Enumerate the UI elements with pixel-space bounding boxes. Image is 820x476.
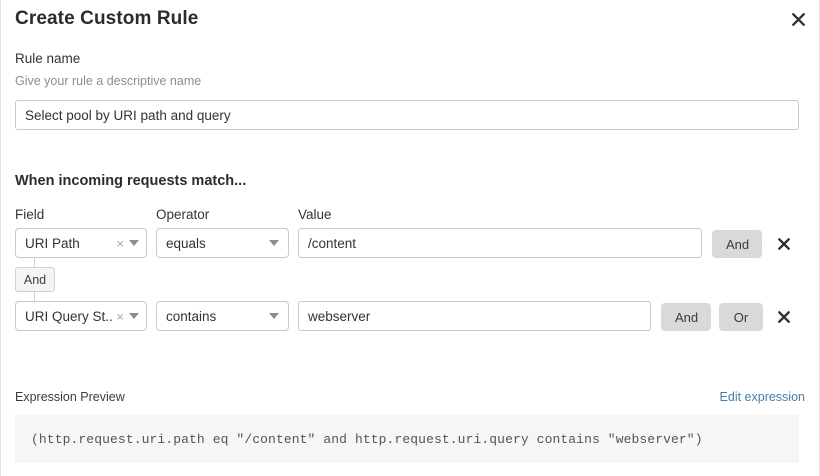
connector-line-bottom (34, 291, 35, 301)
connector-and-badge[interactable]: And (15, 267, 55, 292)
chevron-down-icon[interactable] (269, 240, 288, 246)
field-select-row-1-value: URI Query St... (25, 308, 113, 324)
column-header-field: Field (15, 207, 45, 222)
expression-preview-code: (http.request.uri.path eq "/content" and… (31, 431, 703, 447)
rule-name-input[interactable] (15, 100, 799, 130)
operator-select-row-1-value: contains (166, 308, 217, 324)
and-button-row-1[interactable]: And (661, 303, 711, 331)
close-icon[interactable] (785, 6, 811, 32)
operator-select-row-1[interactable]: contains (156, 301, 289, 331)
chevron-down-icon[interactable] (128, 313, 146, 319)
clear-icon[interactable]: × (116, 308, 124, 324)
column-header-value: Value (298, 207, 332, 222)
value-input-row-1[interactable] (298, 301, 651, 331)
operator-select-row-0[interactable]: equals (156, 228, 289, 258)
delete-condition-row-0[interactable] (773, 233, 795, 255)
conditions-heading: When incoming requests match... (15, 173, 247, 189)
connector-line-top (34, 258, 35, 268)
edit-expression-link[interactable]: Edit expression (719, 390, 805, 404)
delete-condition-row-1[interactable] (773, 306, 795, 328)
rule-name-label: Rule name (15, 51, 81, 66)
field-select-row-0-value: URI Path (25, 235, 80, 251)
field-select-row-0[interactable]: URI Path × (15, 228, 147, 258)
or-button-row-1[interactable]: Or (719, 303, 763, 331)
chevron-down-icon[interactable] (269, 313, 288, 319)
and-button-row-0[interactable]: And (712, 230, 762, 258)
rule-name-sublabel: Give your rule a descriptive name (15, 74, 202, 88)
clear-icon[interactable]: × (116, 235, 124, 251)
expression-preview-label: Expression Preview (15, 390, 125, 404)
field-select-row-1[interactable]: URI Query St... × (15, 301, 147, 331)
column-header-operator: Operator (156, 207, 210, 222)
expression-preview-code-block: (http.request.uri.path eq "/content" and… (15, 415, 799, 463)
chevron-down-icon[interactable] (128, 240, 146, 246)
operator-select-row-0-value: equals (166, 235, 206, 251)
dialog-title: Create Custom Rule (15, 8, 199, 29)
value-input-row-0[interactable] (298, 228, 702, 258)
